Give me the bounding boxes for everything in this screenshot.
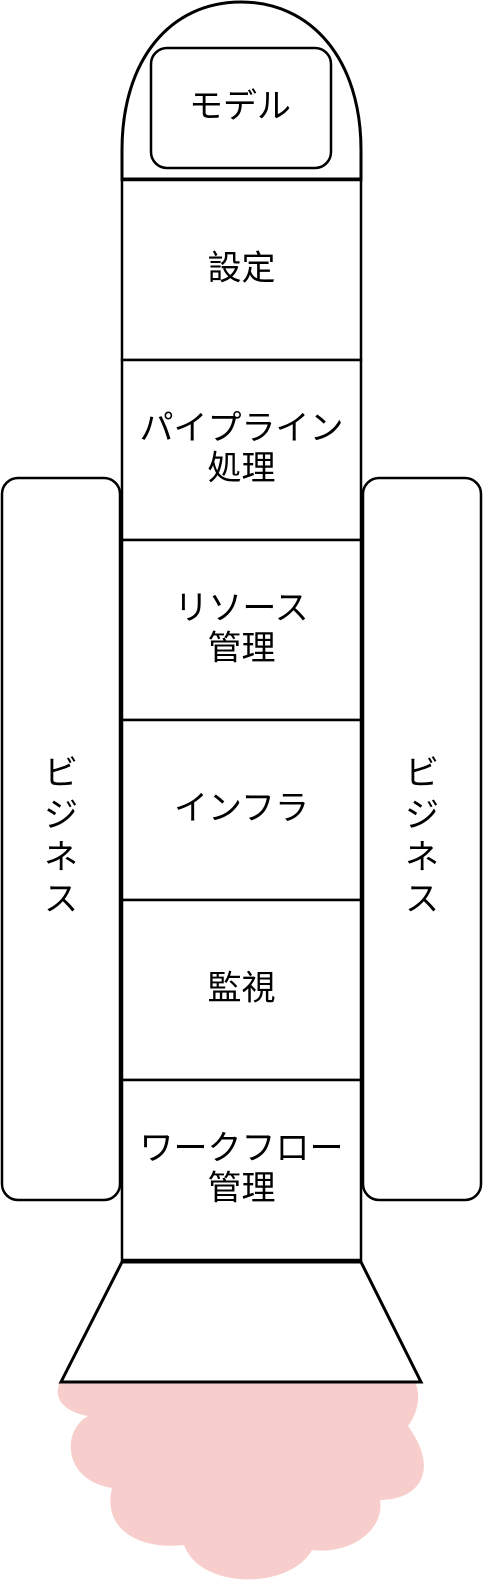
stage-label: 監視: [208, 969, 276, 1009]
booster-char: ジ: [44, 796, 78, 836]
stage-1: 設定: [120, 178, 363, 362]
model-box: [149, 46, 333, 170]
booster-char: ネ: [44, 838, 78, 878]
nose-cone: モデル: [120, 0, 363, 183]
booster-char: ジ: [405, 796, 439, 836]
stage-box: [120, 718, 363, 902]
stage-label: インフラ: [174, 789, 309, 829]
stage-label: 設定: [208, 249, 276, 289]
booster-right: [361, 476, 483, 1202]
stage-label: ワークフロー: [140, 1129, 344, 1169]
stage-label: リソース: [174, 589, 308, 629]
stage-label: 管理: [208, 629, 276, 669]
stage-4: インフラ: [120, 718, 363, 902]
booster-char: ネ: [405, 838, 439, 878]
booster-char: ス: [44, 880, 78, 920]
booster-left: [0, 476, 122, 1202]
exhaust-cloud: [57, 1382, 424, 1580]
stage-label: 管理: [208, 1169, 276, 1209]
stage-box: [120, 1078, 363, 1262]
nozzle: [58, 1260, 424, 1384]
model-label: モデル: [189, 87, 291, 127]
stage-box: [120, 538, 363, 722]
booster-char: ス: [405, 880, 439, 920]
stage-label: 処理: [208, 449, 276, 489]
booster-char: ビ: [44, 754, 78, 794]
booster-char: ビ: [405, 754, 439, 794]
stage-box: [120, 178, 363, 362]
stage-label: パイプライン: [140, 409, 344, 449]
stage-5: 監視: [120, 898, 363, 1082]
stage-box: [120, 898, 363, 1082]
